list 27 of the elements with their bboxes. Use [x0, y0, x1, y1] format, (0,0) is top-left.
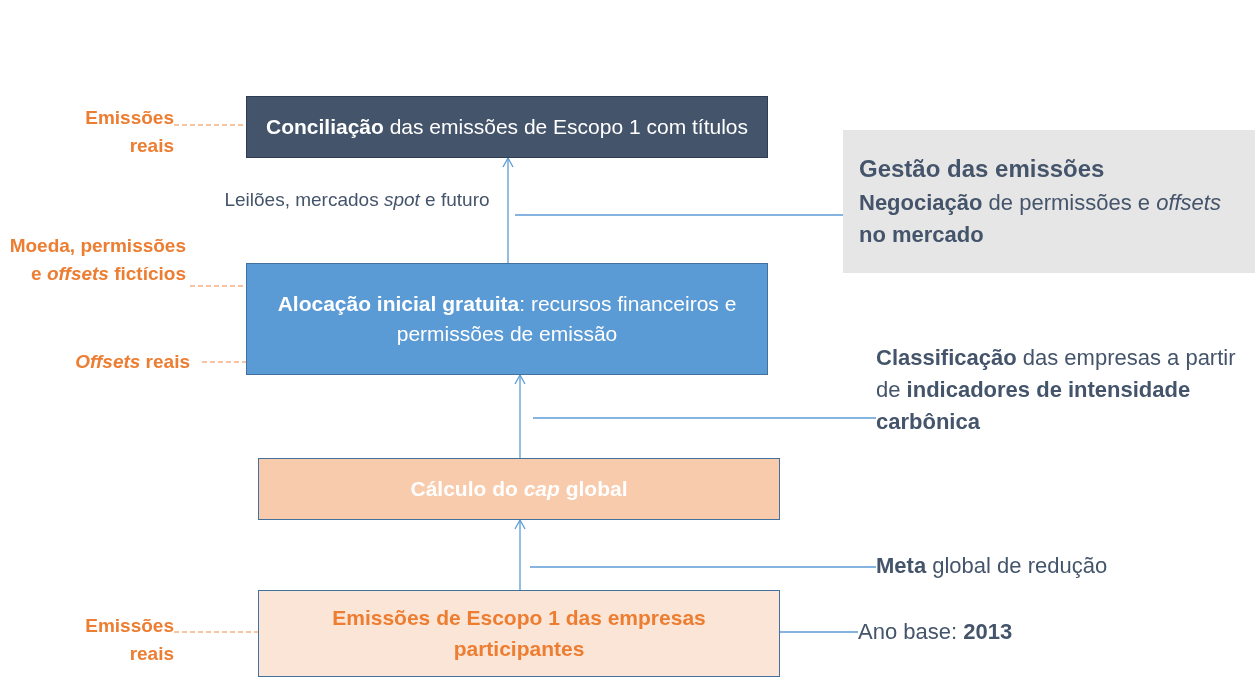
box-text: Alocação inicial gratuita: recursos financeiros e permissões de emissão — [276, 290, 738, 347]
leader-line — [779, 631, 859, 633]
annotation-text: Ano base: 2013 — [858, 616, 1118, 648]
annotation-text: Emissões reais — [60, 612, 174, 668]
panel-text: Negociação de permissões e offsets no mercado — [859, 189, 1222, 249]
leader-line — [514, 214, 844, 216]
dashed-leader-line — [173, 631, 259, 633]
process-box — [258, 590, 780, 677]
box-text: Conciliação das emissões de Escopo 1 com títulos — [264, 113, 750, 140]
process-box — [246, 263, 768, 375]
process-box — [246, 96, 768, 158]
leader-line — [529, 566, 877, 568]
box-text: Cálculo do cap global — [409, 475, 629, 502]
annotation-text: Emissões reais — [60, 104, 174, 160]
dashed-leader-line — [201, 361, 247, 363]
annotation-text: Moeda, permissões e offsets fictícios — [4, 232, 186, 288]
arrow — [514, 519, 526, 591]
arrow — [514, 374, 526, 459]
process-box — [258, 458, 780, 520]
leader-line — [532, 417, 877, 419]
annotation-text: Offsets reais — [30, 348, 190, 376]
annotation-text: Classificação das empresas a partir de indicadores de intensidade carbônica — [876, 342, 1256, 438]
info-panel — [843, 130, 1255, 273]
annotation-text: Meta global de redução — [876, 550, 1236, 582]
panel-heading: Gestão das emissões — [859, 154, 1106, 185]
box-text: Emissões de Escopo 1 das empresas participantes — [331, 605, 707, 662]
arrow — [502, 157, 514, 264]
